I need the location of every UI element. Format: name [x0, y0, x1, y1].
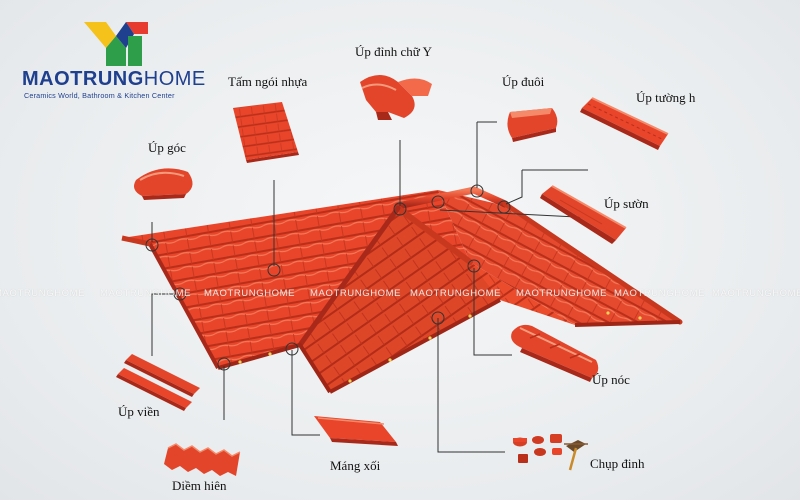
part-edge-trim: [116, 354, 200, 411]
leader-up-duoi: [477, 122, 497, 188]
label-up-vien: Úp viền: [118, 404, 160, 420]
label-up-dinh-chu-y: Úp đỉnh chữ Y: [355, 44, 432, 60]
watermark-text: MAOTRUNGHOME: [310, 288, 401, 299]
part-y-ridge-cap: [360, 75, 432, 120]
watermark-text: MAOTRUNGHOME: [712, 288, 800, 299]
watermark-text: MAOTRUNGHOME: [0, 288, 85, 299]
brand-logo: MAOTRUNGHOME Ceramics World, Bathroom & …: [22, 22, 222, 102]
watermark-text: MAOTRUNGHOME: [410, 288, 501, 299]
watermark-text: MAOTRUNGHOME: [204, 288, 295, 299]
leader-up-vien: [152, 294, 180, 356]
brand-name-bold: MAOTRUNG: [22, 68, 144, 90]
label-diem-hien: Diềm hiên: [172, 478, 227, 494]
label-up-duoi: Úp đuôi: [502, 74, 544, 90]
label-up-suon: Úp sườn: [604, 196, 649, 212]
label-chup-dinh: Chụp đinh: [590, 456, 645, 472]
brand-logo-mark-icon: [84, 22, 148, 66]
watermark-text: MAOTRUNGHOME: [100, 288, 191, 299]
part-ridge-cap: [511, 325, 598, 382]
leader-chup-dinh: [438, 318, 505, 452]
part-tile-sheet: [233, 102, 299, 163]
label-tam-ngoi-nhua: Tấm ngói nhựa: [228, 74, 307, 90]
label-up-tuong: Úp tường h: [636, 90, 695, 106]
label-up-goc: Úp góc: [148, 140, 186, 156]
part-gutter: [314, 416, 398, 446]
brand-tagline: Ceramics World, Bathroom & Kitchen Cente…: [24, 91, 175, 100]
brand-name: MAOTRUNGHOME: [22, 68, 206, 91]
watermark-text: MAOTRUNGHOME: [516, 288, 607, 299]
part-screw-caps: [513, 434, 588, 470]
part-end-cap: [507, 108, 557, 142]
brand-name-light: HOME: [144, 68, 206, 90]
watermark-text: MAOTRUNGHOME: [614, 288, 705, 299]
label-up-noc: Úp nóc: [592, 372, 630, 388]
part-eave-fascia: [164, 444, 240, 476]
part-corner-cap: [134, 168, 193, 200]
label-mang-xoi: Máng xối: [330, 458, 380, 474]
